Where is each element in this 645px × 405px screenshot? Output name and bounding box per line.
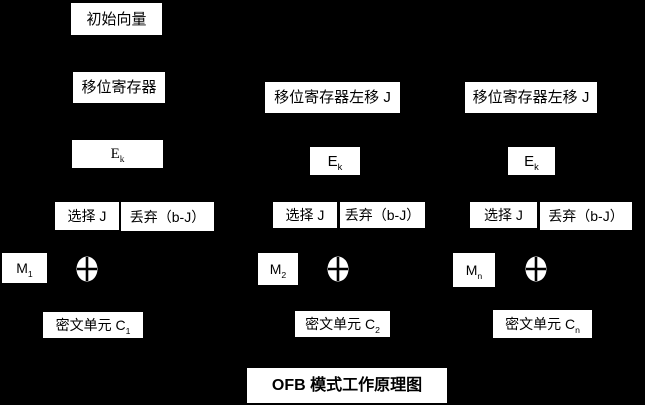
xor-icon — [525, 256, 547, 282]
encrypt-label-1: Ek — [110, 145, 125, 165]
discard-box-2: 丢弃（b-J） — [340, 202, 425, 228]
select-box-3: 选择 J — [470, 202, 537, 228]
shift-register-label-3: 移位寄存器左移 J — [472, 89, 590, 106]
xor-icon — [327, 256, 349, 282]
select-label-1: 选择 J — [67, 208, 107, 224]
diagram-title-label: OFB 模式工作原理图 — [271, 376, 423, 394]
shift-register-label-1: 移位寄存器 — [81, 79, 157, 96]
plaintext-label-n: Mn — [465, 262, 483, 281]
select-label-2: 选择 J — [285, 207, 325, 223]
shift-register-label-2: 移位寄存器左移 J — [274, 89, 391, 106]
discard-box-1: 丢弃（b-J） — [121, 202, 214, 231]
shift-register-box-3: 移位寄存器左移 J — [465, 82, 597, 113]
shift-register-box-1: 移位寄存器 — [73, 72, 165, 103]
init-vector-box: 初始向量 — [71, 3, 162, 35]
select-box-2: 选择 J — [273, 202, 337, 228]
discard-box-3: 丢弃（b-J） — [540, 202, 632, 230]
ciphertext-label-2: 密文单元 C2 — [305, 316, 380, 335]
encrypt-box-2: Ek — [310, 147, 360, 175]
plaintext-label-1: M1 — [16, 260, 33, 279]
ciphertext-label-1: 密文单元 C1 — [55, 317, 131, 336]
plaintext-label-2: M2 — [269, 261, 287, 280]
encrypt-label-2: Ek — [327, 152, 343, 172]
diagram-title: OFB 模式工作原理图 — [247, 368, 447, 403]
encrypt-box-1: Ek — [72, 140, 163, 168]
ciphertext-box-2: 密文单元 C2 — [295, 311, 390, 337]
plaintext-box-n: Mn — [453, 253, 495, 287]
shift-register-box-2: 移位寄存器左移 J — [265, 82, 400, 113]
plaintext-box-1: M1 — [2, 253, 47, 283]
discard-label-1: 丢弃（b-J） — [129, 208, 206, 225]
encrypt-box-3: Ek — [508, 147, 555, 175]
discard-label-3: 丢弃（b-J） — [548, 208, 624, 224]
plaintext-box-2: M2 — [258, 253, 298, 285]
select-label-3: 选择 J — [484, 207, 523, 223]
select-box-1: 选择 J — [55, 202, 119, 230]
ciphertext-label-n: 密文单元 Cn — [505, 316, 580, 335]
ciphertext-box-1: 密文单元 C1 — [43, 312, 143, 338]
ciphertext-box-n: 密文单元 Cn — [493, 310, 592, 338]
discard-label-2: 丢弃（b-J） — [344, 207, 421, 223]
encrypt-label-3: Ek — [524, 152, 539, 172]
init-vector-label: 初始向量 — [86, 10, 147, 28]
xor-icon — [76, 256, 98, 282]
